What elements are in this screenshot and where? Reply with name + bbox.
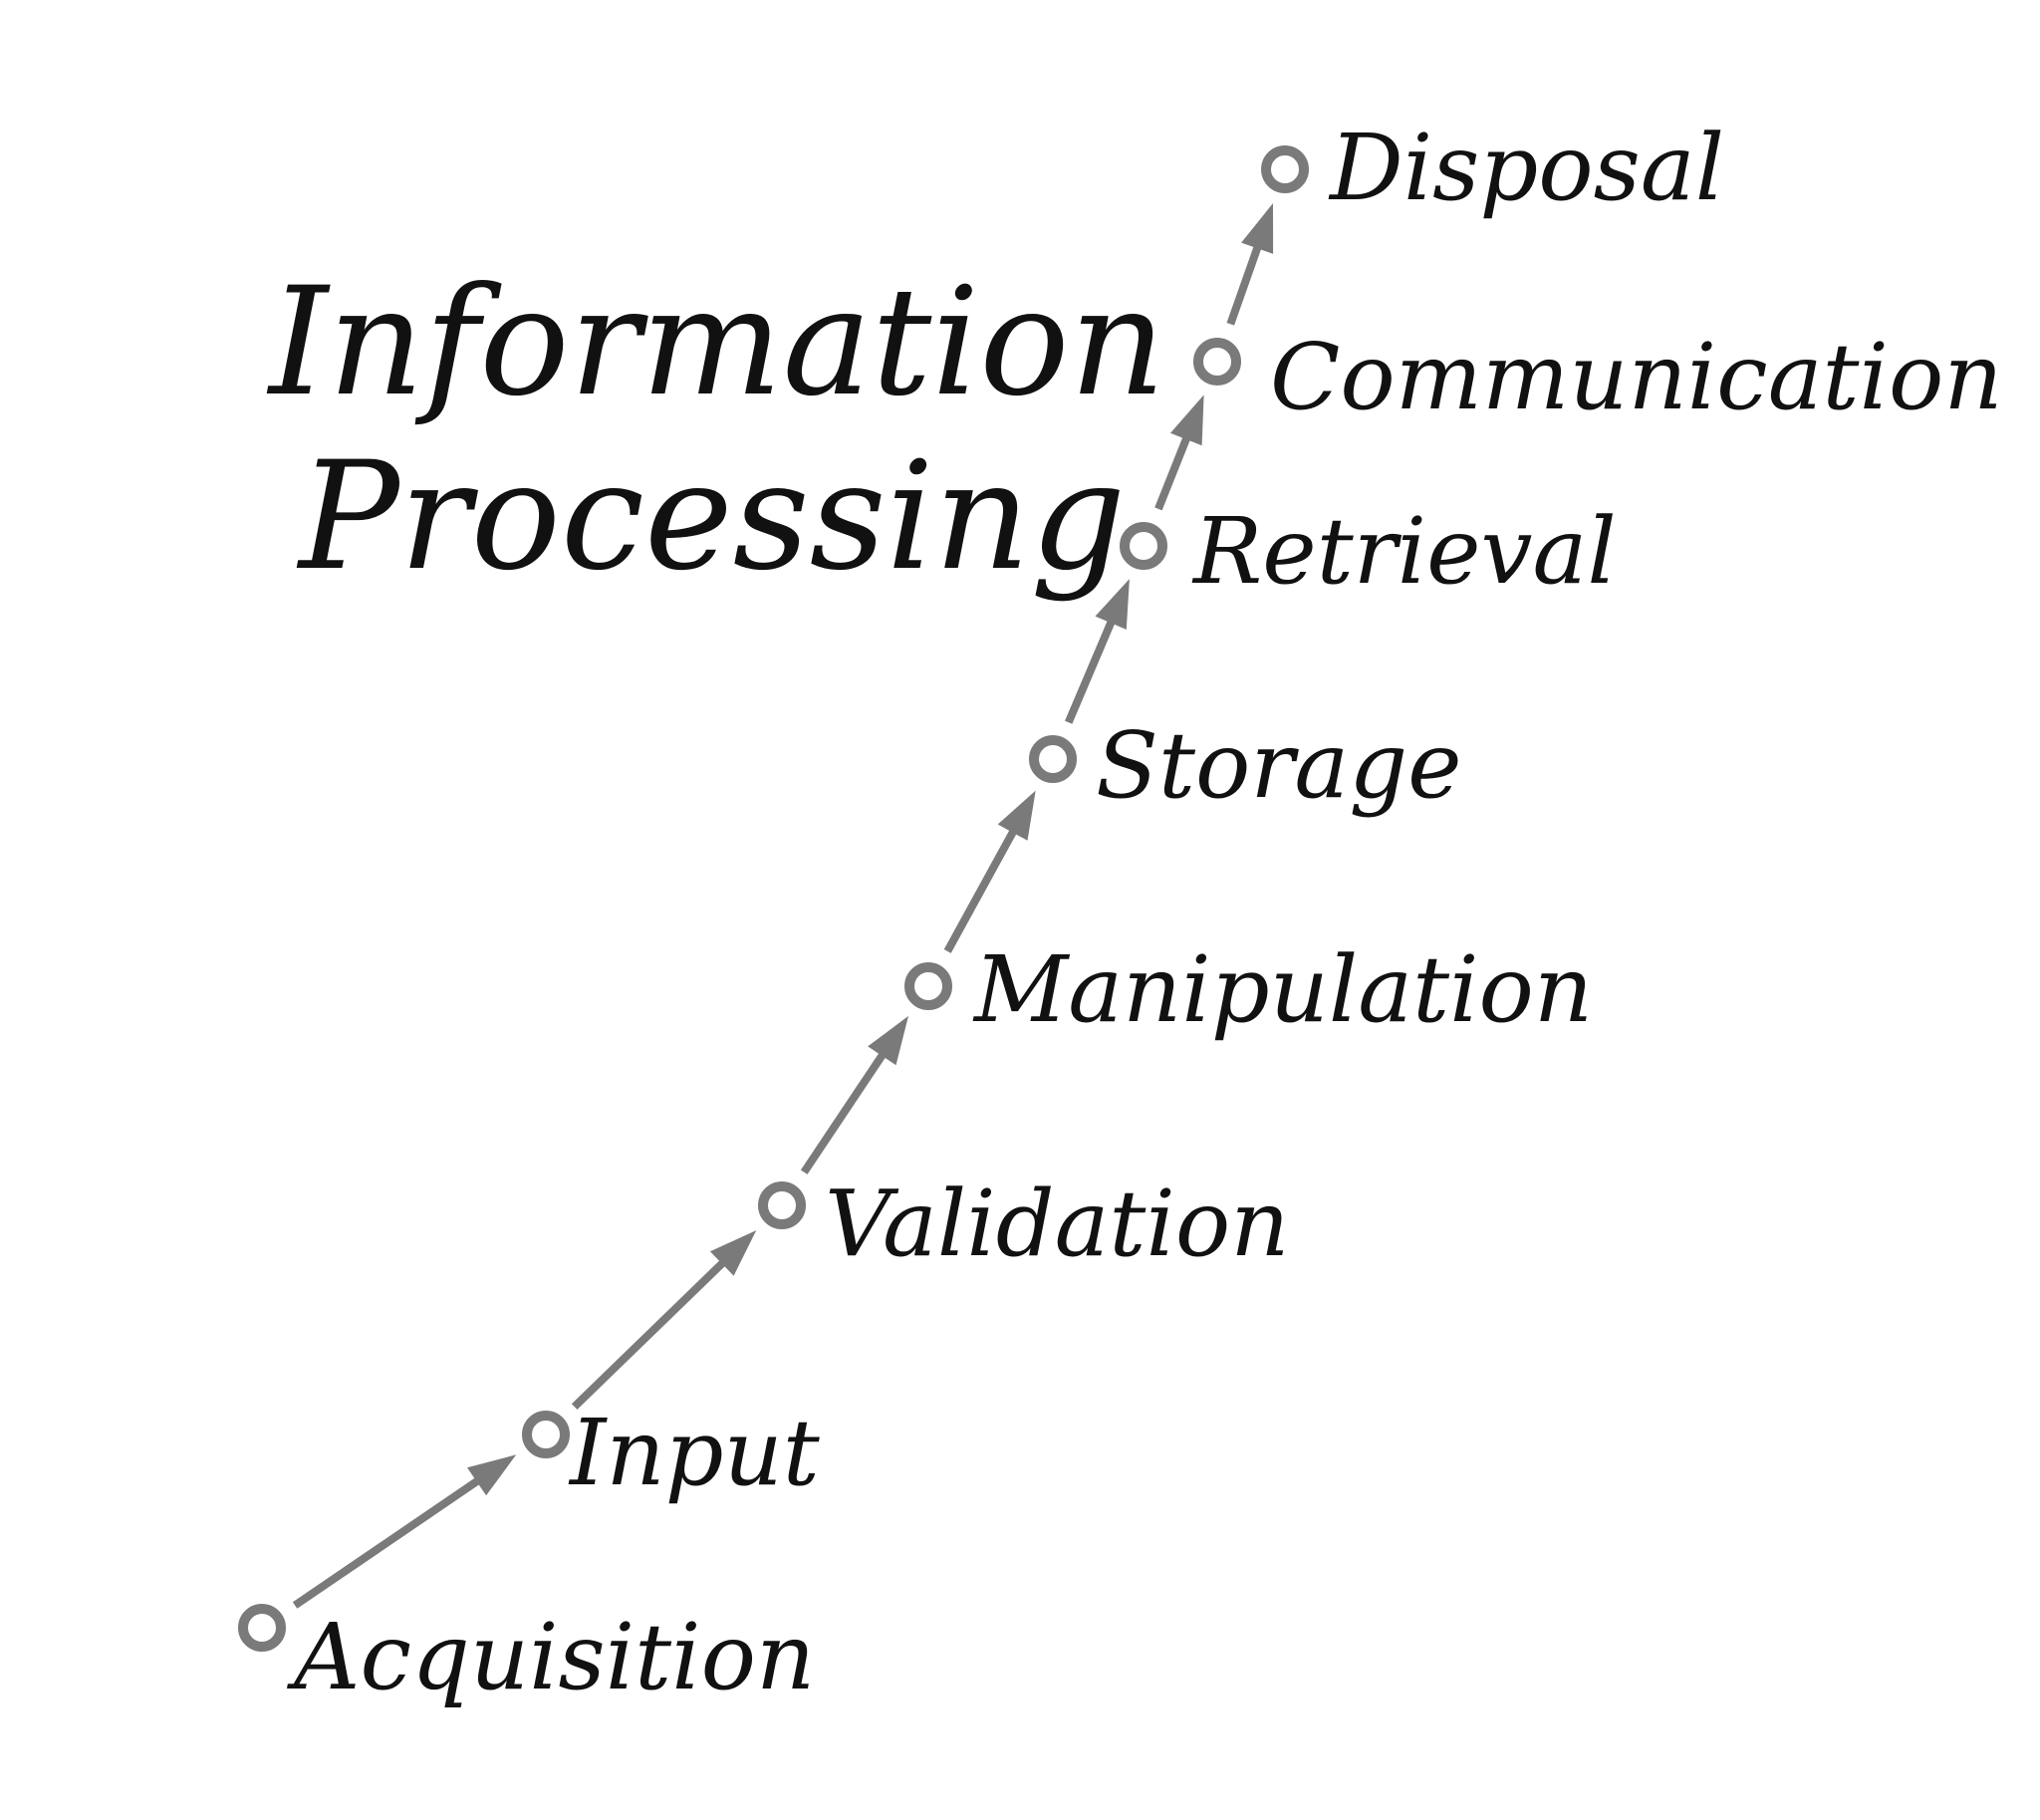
arrow-head-icon — [467, 1454, 517, 1496]
arrow-head-icon — [1170, 394, 1204, 446]
step-label-validation: Validation — [825, 1170, 1289, 1277]
step-label-manipulation: Manipulation — [972, 936, 1593, 1043]
node-storage-icon — [1029, 735, 1077, 783]
step-labels: Acquisition Input Validation Manipulation St… — [286, 115, 2003, 1710]
arrow-shaft — [943, 828, 1018, 953]
arrow-shaft — [1154, 435, 1191, 511]
step-label-input: Input — [568, 1400, 821, 1506]
step-nodes — [238, 145, 1309, 1652]
arrow-head-icon — [709, 1230, 757, 1276]
node-manipulation-icon — [904, 962, 952, 1010]
arrow-validation-to-manipulation — [800, 1015, 908, 1174]
title-line-1: Information — [266, 256, 1165, 429]
arrow-head-icon — [1095, 579, 1130, 630]
arrow-acquisition-to-input — [292, 1454, 517, 1609]
arrow-head-icon — [868, 1015, 908, 1066]
arrow-shaft — [1226, 244, 1262, 326]
arrow-retrieval-to-communication — [1154, 394, 1204, 511]
node-disposal-icon — [1261, 145, 1309, 193]
step-label-retrieval: Retrieval — [1191, 498, 1617, 605]
arrow-shaft — [800, 1051, 887, 1174]
arrow-connectors — [292, 203, 1274, 1609]
step-label-disposal: Disposal — [1328, 115, 1724, 221]
step-label-acquisition: Acquisition — [286, 1604, 815, 1710]
arrow-storage-to-retrieval — [1065, 579, 1130, 724]
arrow-head-icon — [1241, 203, 1274, 254]
node-acquisition-icon — [238, 1604, 286, 1652]
node-validation-icon — [758, 1181, 806, 1229]
arrow-input-to-validation — [571, 1230, 757, 1410]
arrow-head-icon — [997, 790, 1036, 841]
arrow-shaft — [292, 1476, 481, 1609]
node-communication-icon — [1193, 338, 1241, 386]
step-label-communication: Communication — [1270, 324, 2003, 430]
node-input-icon — [522, 1411, 570, 1458]
arrow-shaft — [1065, 619, 1116, 724]
arrow-communication-to-disposal — [1226, 203, 1274, 326]
node-retrieval-icon — [1120, 522, 1167, 570]
step-label-storage: Storage — [1096, 712, 1462, 819]
arrow-manipulation-to-storage — [943, 790, 1036, 953]
diagram-title: Information Processing — [266, 256, 1165, 604]
arrow-shaft — [571, 1259, 726, 1410]
title-line-2: Processing — [296, 430, 1126, 604]
